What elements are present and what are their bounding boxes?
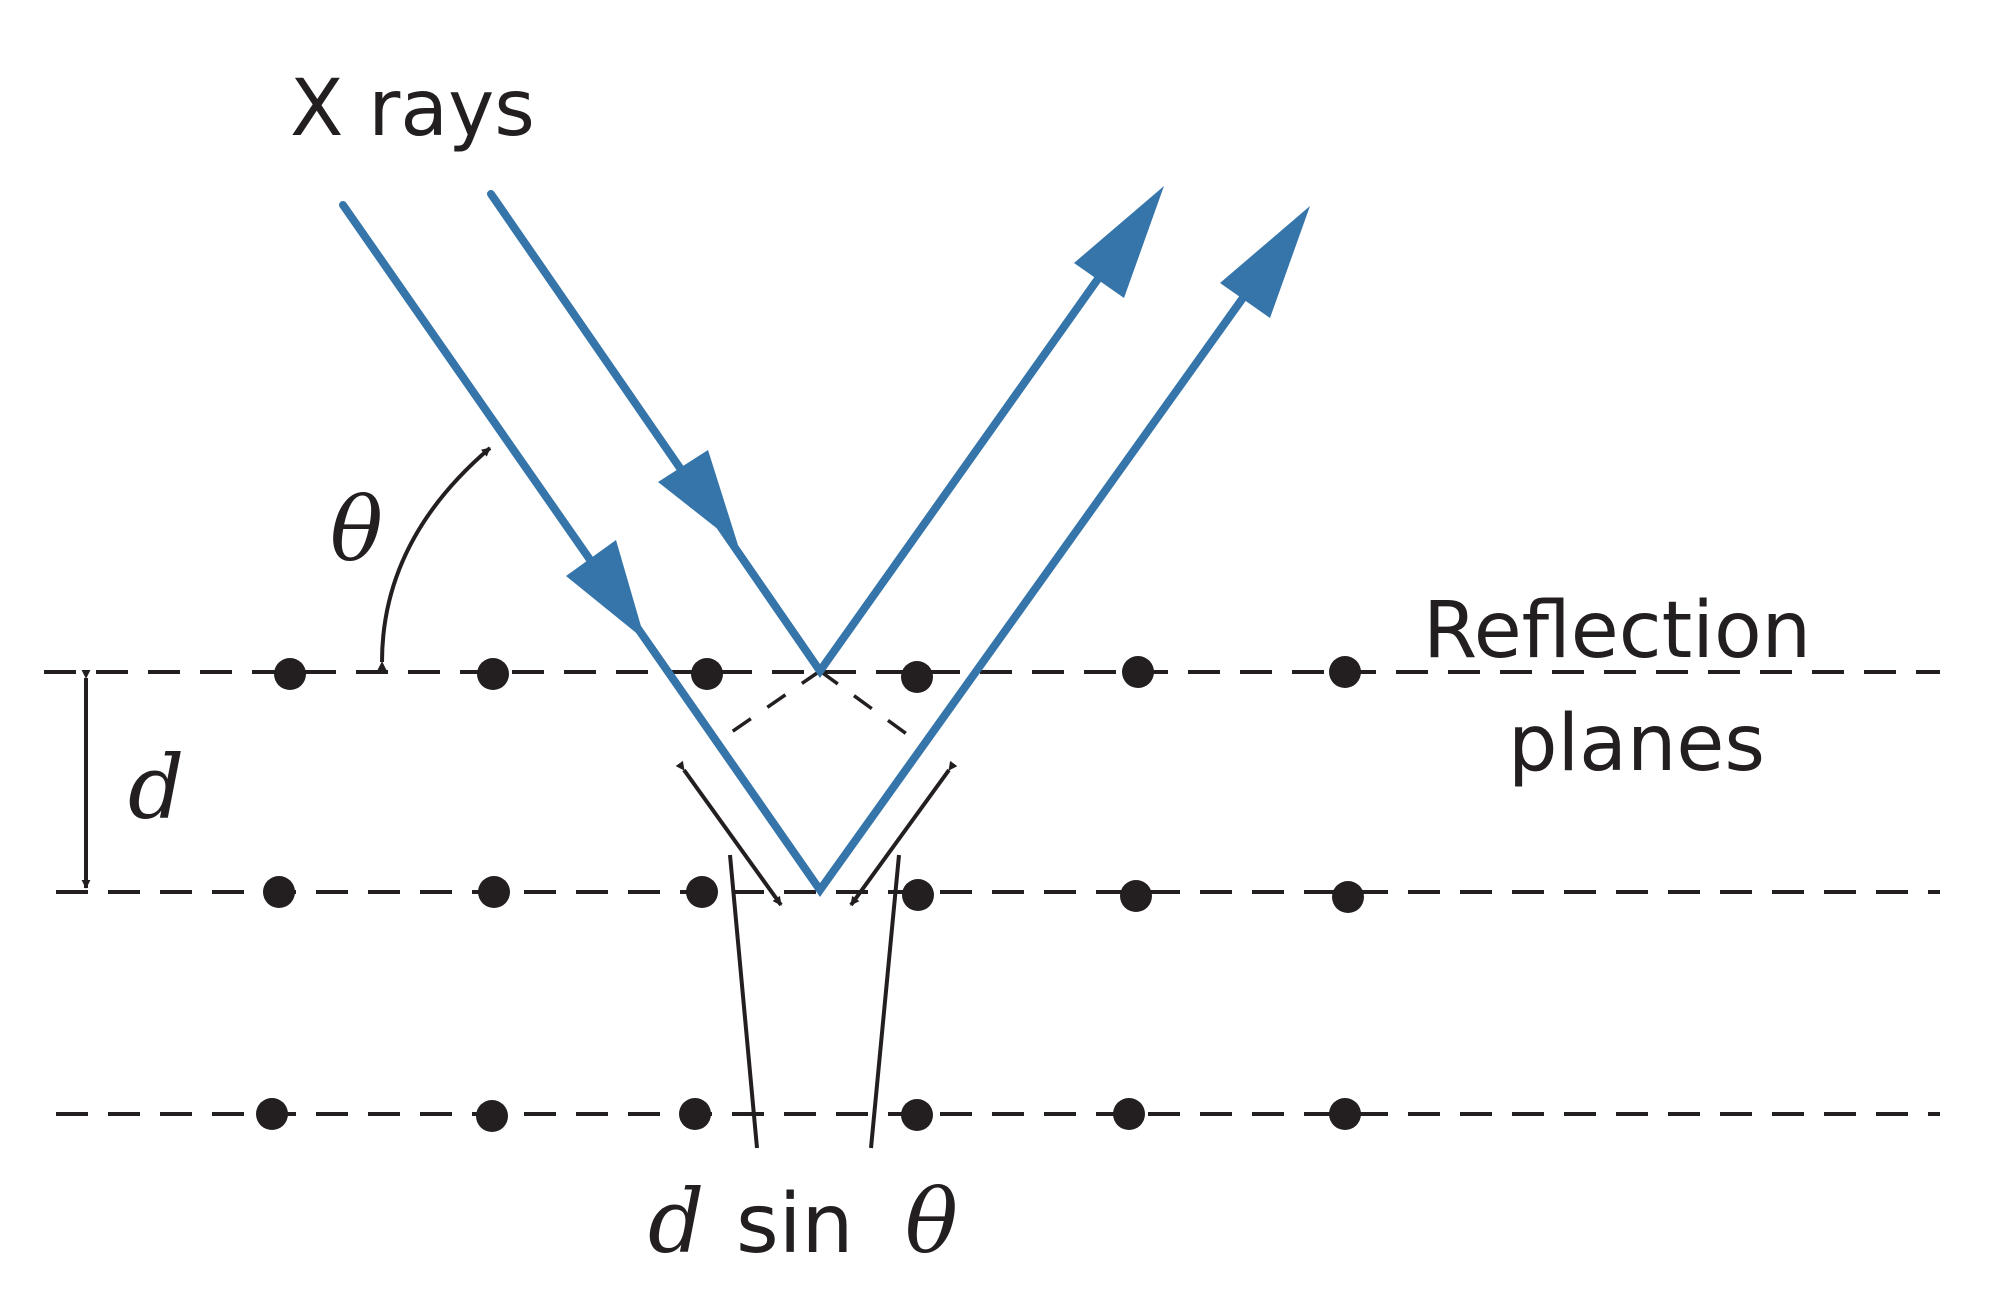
- dsin-label-theta: θ: [905, 1170, 958, 1273]
- construction-line-left: [719, 669, 821, 742]
- theta-label: θ: [330, 478, 383, 581]
- atom: [1332, 881, 1364, 913]
- dsin-arrow-right: [849, 760, 958, 907]
- atom: [902, 879, 934, 911]
- dsin-label-d: d: [648, 1170, 704, 1273]
- atom: [901, 1099, 933, 1131]
- reflected-arrowhead-inner: [1074, 186, 1164, 298]
- dsin-theta-arrows: [675, 760, 958, 907]
- construction-line-right: [818, 669, 917, 742]
- atom: [263, 876, 295, 908]
- atom: [1120, 880, 1152, 912]
- atom: [477, 658, 509, 690]
- atom: [274, 658, 306, 690]
- incident-arrowhead-inner: [658, 450, 738, 545]
- d-spacing-label: d: [128, 736, 184, 839]
- atom: [476, 1100, 508, 1132]
- x-ray-beams: [339, 190, 1249, 897]
- reflection-planes-label-line2: planes: [1508, 699, 1765, 789]
- atom: [686, 876, 718, 908]
- atom: [1113, 1098, 1145, 1130]
- atom: [256, 1098, 288, 1130]
- dsin-theta-label: d sin θ: [648, 1170, 958, 1273]
- leader-line-left: [728, 854, 759, 1149]
- x-ray-beam-outer: [339, 201, 1249, 897]
- theta-angle-arc: [377, 446, 492, 671]
- atom: [691, 658, 723, 690]
- dsin-arrow-left: [675, 760, 783, 907]
- atom: [1329, 656, 1361, 688]
- atom: [901, 661, 933, 693]
- x-ray-beam-inner: [487, 190, 1104, 678]
- dsin-label-sin: sin: [736, 1177, 853, 1272]
- path-difference-construction: [719, 669, 917, 742]
- atom: [1329, 1098, 1361, 1130]
- leader-line-right: [869, 854, 901, 1149]
- incident-arrowhead-outer: [566, 540, 645, 640]
- dsin-theta-leaders: [728, 854, 901, 1149]
- atom: [679, 1098, 711, 1130]
- atom: [1122, 656, 1154, 688]
- atom: [478, 876, 510, 908]
- reflection-planes-label-line1: Reflection: [1423, 586, 1811, 676]
- reflection-planes: [44, 670, 1940, 1116]
- beam-arrowheads: [566, 186, 1310, 640]
- xrays-label: X rays: [290, 64, 535, 154]
- reflected-arrowhead-outer: [1220, 206, 1310, 318]
